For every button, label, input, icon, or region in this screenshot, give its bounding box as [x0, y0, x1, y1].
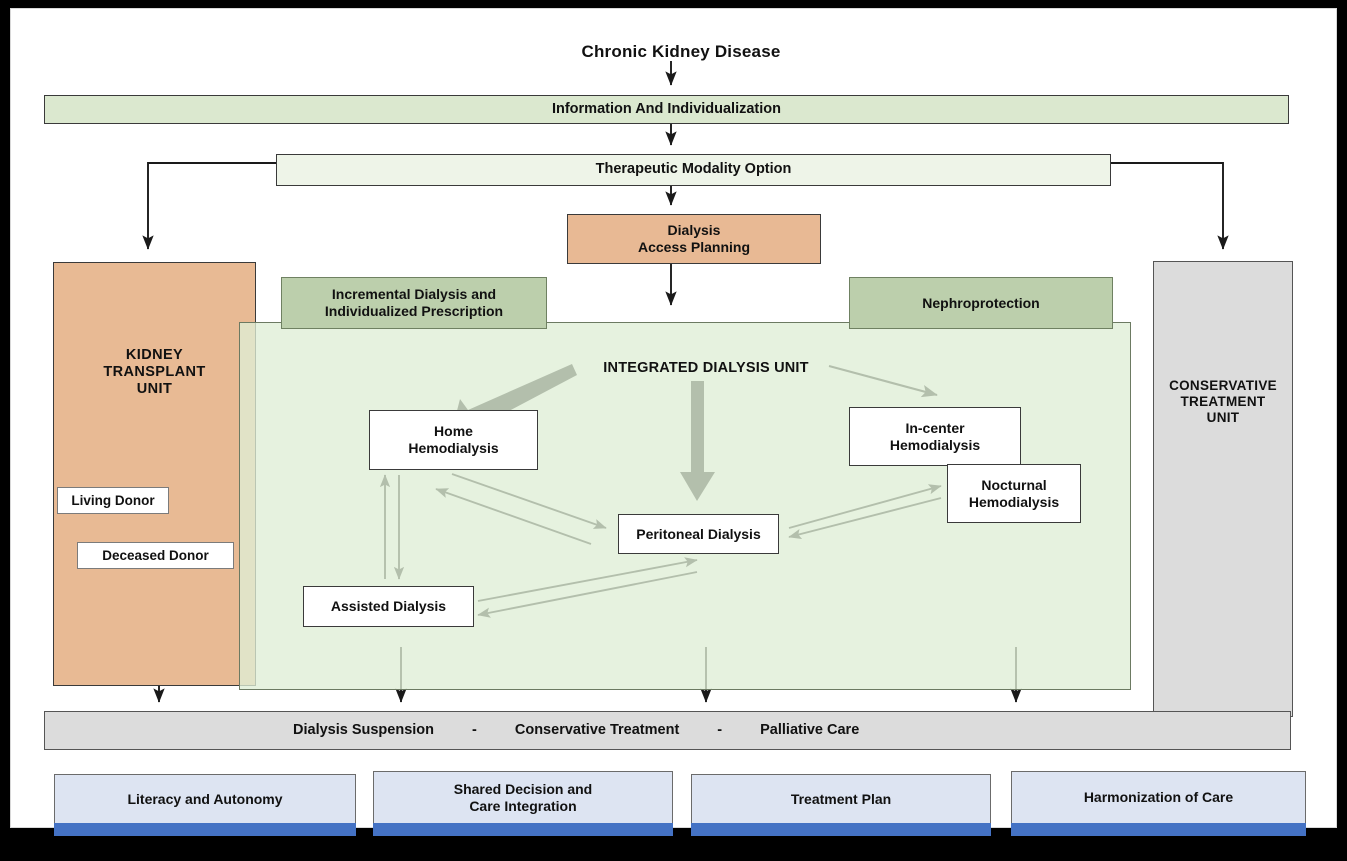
- footer-card-3-line1: Harmonization of Care: [1083, 789, 1234, 806]
- modality-assisted-dialysis: Assisted Dialysis: [303, 586, 474, 627]
- nocturnal-line1: Nocturnal: [981, 476, 1047, 493]
- footer-card-accent-bar: [691, 823, 991, 836]
- home-hd-line1: Home: [434, 423, 473, 440]
- footer-card-body: Treatment Plan: [691, 774, 991, 825]
- deceased-donor-box: Deceased Donor: [77, 542, 234, 569]
- living-donor-box: Living Donor: [57, 487, 169, 514]
- footer-card-harmonization-of-care: Harmonization of Care: [1011, 771, 1306, 836]
- modality-home-hemodialysis: Home Hemodialysis: [369, 410, 538, 470]
- footer-card-literacy-and-autonomy: Literacy and Autonomy: [54, 774, 356, 836]
- kidney-transplant-unit: KIDNEY TRANSPLANT UNIT: [53, 262, 256, 686]
- assisted-label: Assisted Dialysis: [330, 598, 447, 615]
- therapeutic-modality-option: Therapeutic Modality Option: [276, 154, 1111, 186]
- nocturnal-line2: Hemodialysis: [968, 493, 1060, 510]
- integrated-dialysis-unit-title: INTEGRATED DIALYSIS UNIT: [603, 360, 809, 377]
- outcome-conservative-treatment: Conservative Treatment: [514, 721, 680, 738]
- conservative-treatment-unit: CONSERVATIVE TREATMENT UNIT: [1153, 261, 1293, 717]
- peritoneal-label: Peritoneal Dialysis: [636, 525, 761, 542]
- incremental-line1: Incremental Dialysis and: [331, 286, 497, 303]
- elbow-modality-to-conservative: [1111, 162, 1229, 250]
- access-line2: Access Planning: [637, 239, 751, 255]
- modality-nocturnal-hemodialysis: Nocturnal Hemodialysis: [947, 464, 1081, 523]
- footer-card-body: Literacy and Autonomy: [54, 774, 356, 825]
- footer-card-accent-bar: [54, 823, 356, 836]
- tab-nephroprotection: Nephroprotection: [849, 277, 1113, 329]
- dialysis-access-planning: Dialysis Access Planning: [567, 214, 821, 264]
- elbow-modality-to-transplant: [142, 162, 276, 250]
- footer-card-body: Harmonization of Care: [1011, 771, 1306, 825]
- incenter-line2: Hemodialysis: [889, 436, 981, 453]
- outcome-bar: Dialysis Suspension - Conservative Treat…: [44, 711, 1291, 750]
- footer-card-body: Shared Decision and Care Integration: [373, 771, 673, 825]
- footer-card-shared-decision: Shared Decision and Care Integration: [373, 771, 673, 836]
- tab-incremental-dialysis: Incremental Dialysis and Individualized …: [281, 277, 547, 329]
- footer-card-2-line1: Treatment Plan: [790, 790, 892, 807]
- incenter-line1: In-center: [905, 419, 965, 436]
- footer-card-1-line2: Care Integration: [469, 798, 577, 814]
- modality-peritoneal-dialysis: Peritoneal Dialysis: [618, 514, 779, 554]
- footer-card-1-line1: Shared Decision and: [453, 780, 593, 797]
- footer-card-0-line1: Literacy and Autonomy: [127, 790, 283, 807]
- footer-card-treatment-plan: Treatment Plan: [691, 774, 991, 836]
- footer-card-accent-bar: [1011, 823, 1306, 836]
- outcome-dialysis-suspension: Dialysis Suspension: [293, 721, 435, 738]
- outcome-palliative-care: Palliative Care: [760, 721, 860, 738]
- outcome-separator-1: -: [472, 721, 477, 738]
- conservative-treatment-unit-label: CONSERVATIVE TREATMENT UNIT: [1169, 378, 1277, 425]
- access-line1: Dialysis: [667, 222, 721, 239]
- incremental-line2: Individualized Prescription: [324, 303, 504, 319]
- information-band: Information And Individualization: [44, 95, 1289, 124]
- modality-in-center-hemodialysis: In-center Hemodialysis: [849, 407, 1021, 466]
- footer-card-accent-bar: [373, 823, 673, 836]
- outcome-separator-2: -: [717, 721, 723, 738]
- home-hd-line2: Hemodialysis: [408, 440, 499, 456]
- page-title: Chronic Kidney Disease: [581, 41, 781, 61]
- diagram-sheet: Chronic Kidney Disease Information And I…: [10, 8, 1337, 836]
- kidney-transplant-unit-label: KIDNEY TRANSPLANT UNIT: [103, 347, 206, 398]
